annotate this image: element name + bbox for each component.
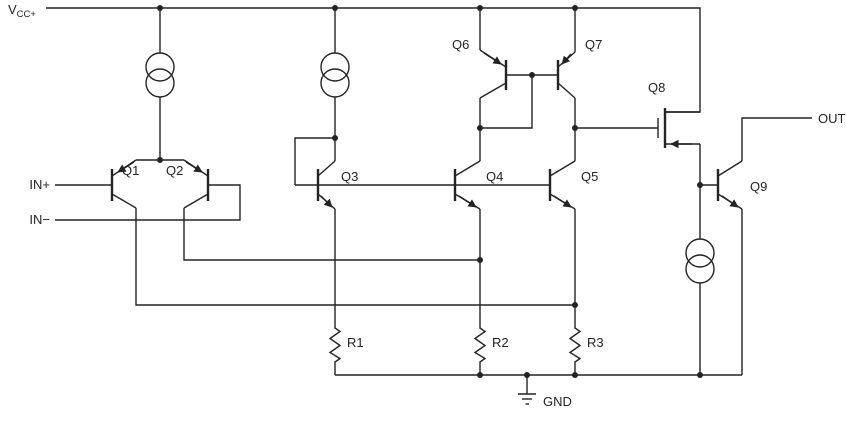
ground-symbol	[518, 393, 536, 405]
resistor-r1	[328, 325, 342, 375]
resistor-r3	[568, 325, 582, 375]
labels: VCC+ IN+ IN− OUT GND Q1 Q2 Q3 Q4 Q5 Q6 Q…	[8, 2, 846, 409]
transistor-q7	[532, 51, 576, 99]
r1-label: R1	[347, 335, 364, 350]
in-plus-label: IN+	[29, 177, 50, 192]
q7-label: Q7	[585, 37, 602, 52]
transistor-q1	[110, 159, 137, 209]
transistor-q3	[316, 160, 336, 210]
resistor-r2	[473, 325, 487, 375]
q2-label: Q2	[166, 163, 183, 178]
q5-label: Q5	[581, 169, 598, 184]
r3-label: R3	[587, 335, 604, 350]
transistor-q4	[453, 160, 481, 210]
junction-dots	[157, 5, 703, 378]
transistor-q5	[548, 160, 576, 210]
power-rail	[46, 7, 701, 113]
q3-label: Q3	[341, 169, 358, 184]
transistor-q6	[479, 49, 532, 99]
r2-label: R2	[492, 335, 509, 350]
transistor-q9	[716, 160, 743, 210]
q8-label: Q8	[648, 80, 665, 95]
q1-label: Q1	[122, 163, 139, 178]
transistor-q8-mosfet	[657, 108, 700, 149]
current-source-3	[685, 238, 715, 284]
current-source-1	[145, 52, 175, 98]
q6-label: Q6	[452, 37, 469, 52]
q9-label: Q9	[750, 179, 767, 194]
gnd-label: GND	[543, 394, 572, 409]
transistor-q2	[183, 159, 210, 209]
q4-label: Q4	[486, 169, 503, 184]
wires	[55, 8, 812, 394]
current-source-2	[320, 52, 350, 98]
out-label: OUT	[818, 111, 846, 126]
in-minus-label: IN−	[29, 212, 50, 227]
vcc-label: VCC+	[8, 2, 36, 20]
